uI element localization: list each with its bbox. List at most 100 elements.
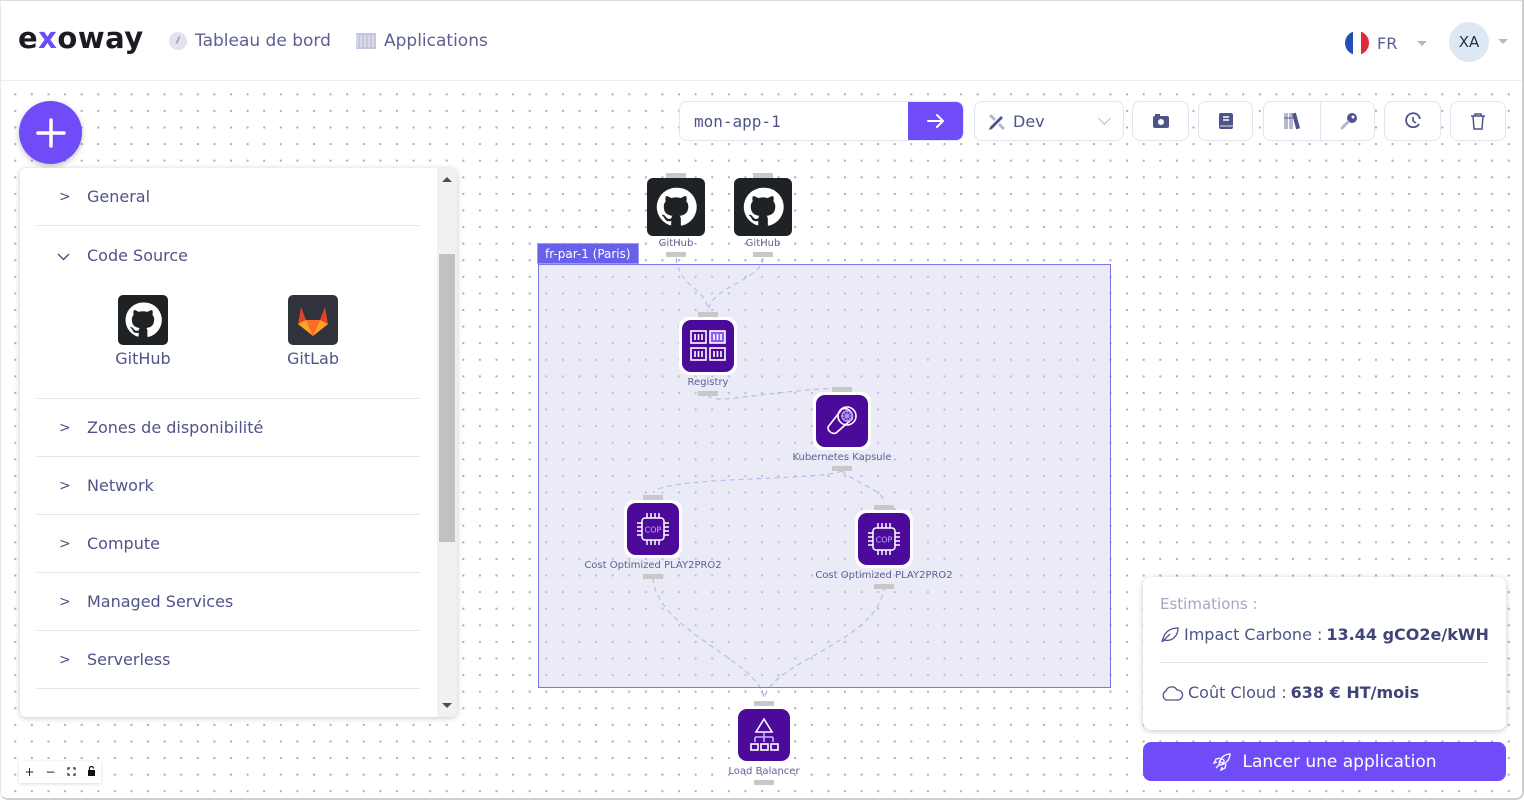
node-instance-1[interactable]: COP Cost Optimized PLAY2PRO2 bbox=[573, 495, 733, 579]
nav-applications-label: Applications bbox=[384, 31, 488, 51]
history-icon bbox=[1404, 112, 1421, 129]
rocket-icon bbox=[1213, 752, 1232, 771]
category-label: Code Source bbox=[87, 246, 188, 265]
palette-category-serverless[interactable]: > Serverless bbox=[37, 631, 420, 689]
node-handle-top[interactable] bbox=[874, 505, 894, 510]
node-label: GitHub bbox=[658, 238, 694, 249]
nav-applications[interactable]: Applications bbox=[356, 31, 488, 51]
logo-x: x bbox=[38, 21, 58, 55]
availability-zone-group[interactable] bbox=[538, 264, 1111, 688]
zoom-in-button[interactable]: + bbox=[24, 765, 35, 779]
category-label: Compute bbox=[87, 534, 160, 553]
environment-select[interactable]: Dev bbox=[974, 101, 1124, 141]
instance-node-box: COP bbox=[624, 500, 682, 558]
gauge-icon bbox=[169, 32, 187, 50]
trash-icon bbox=[1471, 113, 1485, 130]
node-handle-bottom[interactable] bbox=[874, 584, 894, 589]
submit-name-button[interactable] bbox=[908, 102, 963, 140]
zoom-out-button[interactable]: − bbox=[45, 765, 56, 779]
lb-node-box bbox=[735, 706, 793, 764]
launch-application-button[interactable]: Lancer une application bbox=[1143, 742, 1506, 781]
nav-dashboard-label: Tableau de bord bbox=[195, 31, 331, 51]
history-button[interactable] bbox=[1384, 101, 1441, 141]
palette-category-code-source[interactable]: Code Source bbox=[37, 226, 420, 285]
node-handle-top[interactable] bbox=[666, 173, 686, 178]
carbon-value: 13.44 gCO2e/kWH bbox=[1326, 625, 1489, 644]
palette-item-github[interactable]: GitHub bbox=[98, 295, 188, 368]
chevron-right-icon: > bbox=[59, 593, 71, 610]
palette-category-list: > General Code Source GitHub bbox=[37, 168, 420, 689]
kubernetes-icon bbox=[816, 395, 868, 447]
carbon-impact-row: Impact Carbone : 13.44 gCO2e/kWH bbox=[1160, 625, 1489, 644]
node-label: Cost Optimized PLAY2PRO2 bbox=[815, 570, 953, 581]
app-name-input[interactable] bbox=[680, 102, 910, 140]
palette-category-general[interactable]: > General bbox=[37, 168, 420, 226]
environment-label: Dev bbox=[1013, 111, 1045, 131]
node-handle-top[interactable] bbox=[753, 173, 773, 178]
scroll-up-arrow-icon[interactable] bbox=[442, 177, 452, 182]
node-github-2[interactable]: GitHub bbox=[718, 173, 808, 257]
node-kubernetes-kapsule[interactable]: Kubernetes Kapsule bbox=[782, 387, 902, 471]
chevron-right-icon: > bbox=[59, 651, 71, 668]
button-divider bbox=[1320, 102, 1321, 140]
node-handle-bottom[interactable] bbox=[832, 466, 852, 471]
node-handle-bottom[interactable] bbox=[643, 574, 663, 579]
scrollbar-thumb[interactable] bbox=[439, 254, 455, 542]
github-icon bbox=[647, 178, 705, 236]
node-instance-2[interactable]: COP Cost Optimized PLAY2PRO2 bbox=[804, 505, 964, 589]
node-handle-top[interactable] bbox=[754, 701, 774, 706]
fit-view-icon[interactable] bbox=[66, 765, 76, 779]
chevron-right-icon: > bbox=[59, 535, 71, 552]
language-label: FR bbox=[1377, 33, 1398, 53]
book-icon bbox=[1218, 113, 1233, 129]
key-icon bbox=[1340, 113, 1357, 130]
load-balancer-icon bbox=[738, 709, 790, 761]
user-avatar[interactable]: XA bbox=[1449, 22, 1489, 62]
estimations-divider bbox=[1160, 662, 1489, 663]
snapshot-button[interactable] bbox=[1132, 101, 1189, 141]
component-palette: > General Code Source GitHub bbox=[20, 168, 457, 717]
node-handle-top[interactable] bbox=[643, 495, 663, 500]
library-button[interactable] bbox=[1264, 102, 1320, 140]
cost-value: 638 € HT/mois bbox=[1290, 683, 1420, 702]
launch-button-label: Lancer une application bbox=[1242, 751, 1437, 772]
node-handle-bottom[interactable] bbox=[666, 252, 686, 257]
secrets-button[interactable] bbox=[1321, 102, 1376, 140]
node-label: Kubernetes Kapsule bbox=[792, 452, 892, 463]
node-handle-bottom[interactable] bbox=[698, 391, 718, 396]
delete-button[interactable] bbox=[1450, 101, 1506, 141]
top-navigation-bar: exoway Tableau de bord Applications FR X… bbox=[1, 1, 1522, 81]
chip-text: COP bbox=[876, 536, 893, 545]
palette-item-label: GitHub bbox=[115, 349, 171, 368]
palette-item-label: GitLab bbox=[287, 349, 339, 368]
palette-category-managed-services[interactable]: > Managed Services bbox=[37, 573, 420, 631]
node-handle-bottom[interactable] bbox=[754, 780, 774, 785]
node-handle-top[interactable] bbox=[698, 312, 718, 317]
nav-dashboard[interactable]: Tableau de bord bbox=[169, 31, 331, 51]
node-github-1[interactable]: GitHub bbox=[631, 173, 721, 257]
palette-category-zones[interactable]: > Zones de disponibilité bbox=[37, 399, 420, 457]
user-menu-caret-icon[interactable] bbox=[1498, 39, 1508, 44]
library-secrets-group bbox=[1263, 101, 1375, 141]
language-selector[interactable]: FR bbox=[1345, 31, 1428, 55]
palette-item-gitlab[interactable]: GitLab bbox=[268, 295, 358, 368]
github-icon bbox=[734, 178, 792, 236]
node-label: GitHub bbox=[745, 238, 781, 249]
node-registry[interactable]: Registry bbox=[663, 312, 753, 396]
scroll-down-arrow-icon[interactable] bbox=[442, 703, 452, 708]
zone-label[interactable]: fr-par-1 (Paris) bbox=[537, 243, 639, 264]
node-handle-bottom[interactable] bbox=[753, 252, 773, 257]
cpu-chip-icon: COP bbox=[627, 503, 679, 555]
docs-button[interactable] bbox=[1198, 101, 1253, 141]
node-handle-top[interactable] bbox=[832, 387, 852, 392]
node-load-balancer[interactable]: Load Balancer bbox=[719, 701, 809, 785]
lock-icon[interactable] bbox=[87, 765, 96, 779]
add-component-button[interactable] bbox=[19, 101, 82, 164]
cloud-cost-row: Coût Cloud : 638 € HT/mois bbox=[1160, 683, 1489, 702]
palette-category-compute[interactable]: > Compute bbox=[37, 515, 420, 573]
palette-scrollbar[interactable] bbox=[437, 168, 457, 717]
exoway-logo[interactable]: exoway bbox=[18, 21, 144, 55]
chip-text: COP bbox=[645, 526, 662, 535]
palette-category-network[interactable]: > Network bbox=[37, 457, 420, 515]
code-source-items: GitHub GitLab bbox=[37, 285, 420, 399]
